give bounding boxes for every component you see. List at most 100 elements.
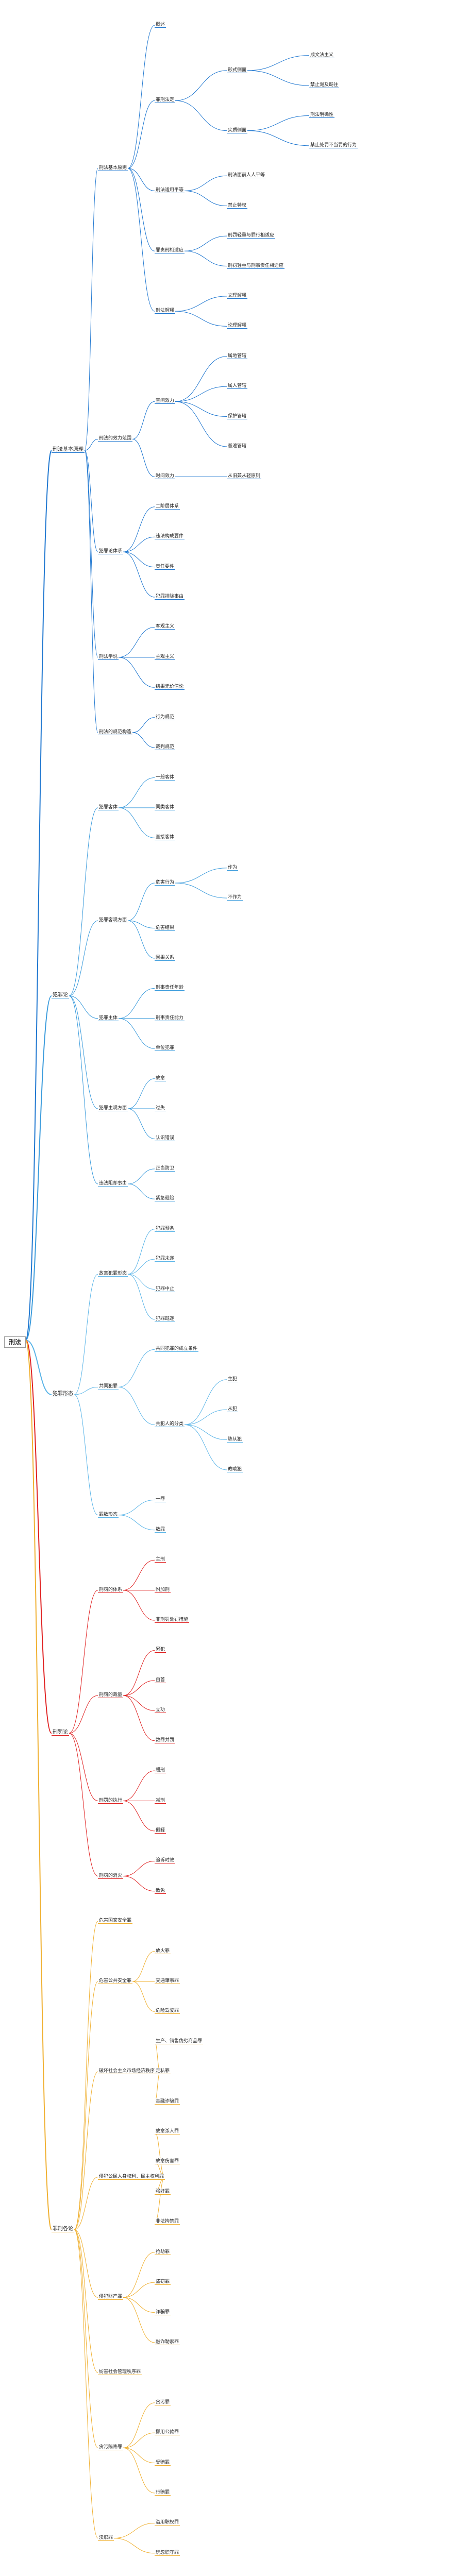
node-3-1-4[interactable]: 犯罪既遂 — [155, 1315, 176, 1322]
node-5-8-2[interactable]: 玩忽职守罪 — [155, 2549, 180, 2556]
node-5-7-2[interactable]: 挪用公款罪 — [155, 2429, 180, 2436]
node-5-5-2[interactable]: 盗窃罪 — [155, 2279, 171, 2285]
node-5-6[interactable]: 妨害社会管理秩序罪 — [98, 2369, 142, 2376]
node-2-1-3[interactable]: 直接客体 — [155, 834, 176, 841]
node-1-3-1[interactable]: 二阶层体系 — [155, 503, 180, 510]
node-4-2-1[interactable]: 累犯 — [155, 1647, 166, 1653]
node-3-2[interactable]: 共同犯罪 — [98, 1383, 119, 1390]
node-5-5-3[interactable]: 诈骗罪 — [155, 2309, 171, 2315]
node-1-2-1-2[interactable]: 属人管辖 — [227, 383, 248, 389]
node-5-4-2[interactable]: 故意伤害罪 — [155, 2158, 180, 2165]
node-3-2-2-2[interactable]: 从犯 — [227, 1406, 239, 1413]
node-2-3-2[interactable]: 刑事责任能力 — [155, 1014, 185, 1021]
node-1-3[interactable]: 犯罪论体系 — [98, 548, 124, 555]
node-5-5-1[interactable]: 抢劫罪 — [155, 2248, 171, 2255]
node-5-4-3[interactable]: 强奸罪 — [155, 2188, 171, 2195]
node-1-2-2[interactable]: 时间效力 — [155, 473, 176, 480]
node-5[interactable]: 罪刑各论 — [52, 2226, 74, 2232]
node-3-1-2[interactable]: 犯罪未遂 — [155, 1256, 176, 1262]
node-1-5-1[interactable]: 行为规范 — [155, 714, 176, 720]
node-2-2-1-1[interactable]: 作为 — [227, 864, 239, 871]
node-1-1-4-1[interactable]: 刑罚轻重与罪行相适应 — [227, 232, 276, 239]
node-5-3-2[interactable]: 走私罪 — [155, 2068, 171, 2075]
node-5-7-4[interactable]: 行贿罪 — [155, 2489, 171, 2496]
node-1-2-1-4[interactable]: 普遍管辖 — [227, 443, 248, 449]
node-4-4-1[interactable]: 追诉时效 — [155, 1857, 176, 1864]
node-1-1-3[interactable]: 刑法适用平等 — [155, 187, 185, 194]
node-5-7[interactable]: 贪污贿赂罪 — [98, 2444, 124, 2451]
node-1-2-2-1[interactable]: 从旧兼从轻原则 — [227, 473, 262, 480]
node-5-2-3[interactable]: 危险驾驶罪 — [155, 2008, 180, 2014]
node-5-3-3[interactable]: 金融诈骗罪 — [155, 2098, 180, 2105]
node-5-5-4[interactable]: 敲诈勒索罪 — [155, 2338, 180, 2345]
node-4-3-1[interactable]: 缓刑 — [155, 1767, 166, 1774]
node-4-2-4[interactable]: 数罪并罚 — [155, 1737, 176, 1743]
node-1-1-5[interactable]: 刑法解释 — [155, 308, 176, 314]
node-1-1-2-1-2[interactable]: 禁止溯及既往 — [309, 82, 340, 89]
node-5-5[interactable]: 侵犯财产罪 — [98, 2294, 124, 2300]
node-5-8[interactable]: 渎职罪 — [98, 2534, 114, 2541]
node-1-5[interactable]: 刑法的规范构造 — [98, 728, 133, 735]
node-5-4-4[interactable]: 非法拘禁罪 — [155, 2218, 180, 2225]
node-1-4-1[interactable]: 客观主义 — [155, 623, 176, 630]
node-5-7-1[interactable]: 贪污罪 — [155, 2399, 171, 2405]
node-1-2[interactable]: 刑法的效力范围 — [98, 435, 133, 442]
node-5-2-2[interactable]: 交通肇事罪 — [155, 1977, 180, 1984]
node-4-3-3[interactable]: 假释 — [155, 1827, 166, 1834]
node-2-5-2[interactable]: 紧急避险 — [155, 1195, 176, 1202]
node-5-1[interactable]: 危害国家安全罪 — [98, 1918, 133, 1924]
node-1-1-2-2-1[interactable]: 刑法明确性 — [309, 112, 335, 118]
node-3-2-2-1[interactable]: 主犯 — [227, 1376, 239, 1382]
node-4-1-1[interactable]: 主刑 — [155, 1556, 166, 1563]
node-2-3-3[interactable]: 单位犯罪 — [155, 1045, 176, 1052]
node-3-1-3[interactable]: 犯罪中止 — [155, 1285, 176, 1292]
node-2-1-1[interactable]: 一般客体 — [155, 774, 176, 781]
node-1-1-1[interactable]: 概述 — [155, 22, 166, 28]
node-1-1-4[interactable]: 罪责刑相适应 — [155, 247, 185, 254]
node-1-2-1[interactable]: 空间效力 — [155, 398, 176, 404]
node-1-1-4-2[interactable]: 刑罚轻重与刑事责任相适应 — [227, 262, 285, 269]
node-2-3[interactable]: 犯罪主体 — [98, 1014, 119, 1021]
node-3-3-2[interactable]: 数罪 — [155, 1526, 166, 1533]
node-3-2-2-3[interactable]: 胁从犯 — [227, 1436, 243, 1443]
node-2-5-1[interactable]: 正当防卫 — [155, 1165, 176, 1172]
node-5-4-1[interactable]: 故意杀人罪 — [155, 2128, 180, 2135]
node-3-3-1[interactable]: 一罪 — [155, 1496, 166, 1503]
node-1-1-3-1[interactable]: 刑法面前人人平等 — [227, 172, 266, 179]
node-4[interactable]: 刑罚论 — [52, 1730, 69, 1736]
node-5-3-1[interactable]: 生产、销售伪劣商品罪 — [155, 2038, 204, 2044]
node-4-4[interactable]: 刑罚的消灭 — [98, 1872, 124, 1879]
node-1-4-3[interactable]: 结果无价值论 — [155, 684, 185, 690]
node-4-4-2[interactable]: 赦免 — [155, 1887, 166, 1894]
node-2-2-2[interactable]: 危害结果 — [155, 924, 176, 931]
node-4-3-2[interactable]: 减刑 — [155, 1797, 166, 1804]
node-5-8-1[interactable]: 滥用职权罪 — [155, 2519, 180, 2526]
node-1-3-3[interactable]: 责任要件 — [155, 563, 176, 570]
node-4-2[interactable]: 刑罚的裁量 — [98, 1692, 124, 1699]
node-5-3[interactable]: 破坏社会主义市场经济秩序罪 — [98, 2068, 161, 2075]
node-3-3[interactable]: 罪数形态 — [98, 1511, 119, 1518]
node-5-4[interactable]: 侵犯公民人身权利、民主权利罪 — [98, 2173, 165, 2180]
node-2-4[interactable]: 犯罪主观方面 — [98, 1105, 128, 1112]
node-1-1-3-2[interactable]: 禁止特权 — [227, 202, 248, 209]
node-1-1-5-1[interactable]: 文理解释 — [227, 292, 248, 299]
node-2-4-1[interactable]: 故意 — [155, 1075, 166, 1081]
node-4-2-3[interactable]: 立功 — [155, 1707, 166, 1714]
node-2-4-2[interactable]: 过失 — [155, 1105, 166, 1112]
node-4-1-2[interactable]: 附加刑 — [155, 1586, 171, 1593]
node-1-1-2-2-2[interactable]: 禁止处罚不当罚的行为 — [309, 142, 358, 148]
node-1-1-5-2[interactable]: 论理解释 — [227, 323, 248, 329]
node-4-2-2[interactable]: 自首 — [155, 1676, 166, 1683]
node-2-2-1-2[interactable]: 不作为 — [227, 894, 243, 901]
node-4-1-3[interactable]: 非刑罚处罚措施 — [155, 1617, 190, 1623]
node-1[interactable]: 刑法基本原理 — [52, 447, 85, 453]
node-1-4[interactable]: 刑法学说 — [98, 653, 119, 660]
node-1-1-2-1-1[interactable]: 成文法主义 — [309, 52, 335, 58]
node-3[interactable]: 犯罪形态 — [52, 1391, 74, 1397]
node-2-1-2[interactable]: 同类客体 — [155, 804, 176, 810]
node-5-2-1[interactable]: 放火罪 — [155, 1947, 171, 1954]
node-1-3-2[interactable]: 违法构成要件 — [155, 533, 185, 540]
node-3-1-1[interactable]: 犯罪预备 — [155, 1225, 176, 1232]
node-2-2-3[interactable]: 因果关系 — [155, 954, 176, 961]
node-4-1[interactable]: 刑罚的体系 — [98, 1586, 124, 1593]
